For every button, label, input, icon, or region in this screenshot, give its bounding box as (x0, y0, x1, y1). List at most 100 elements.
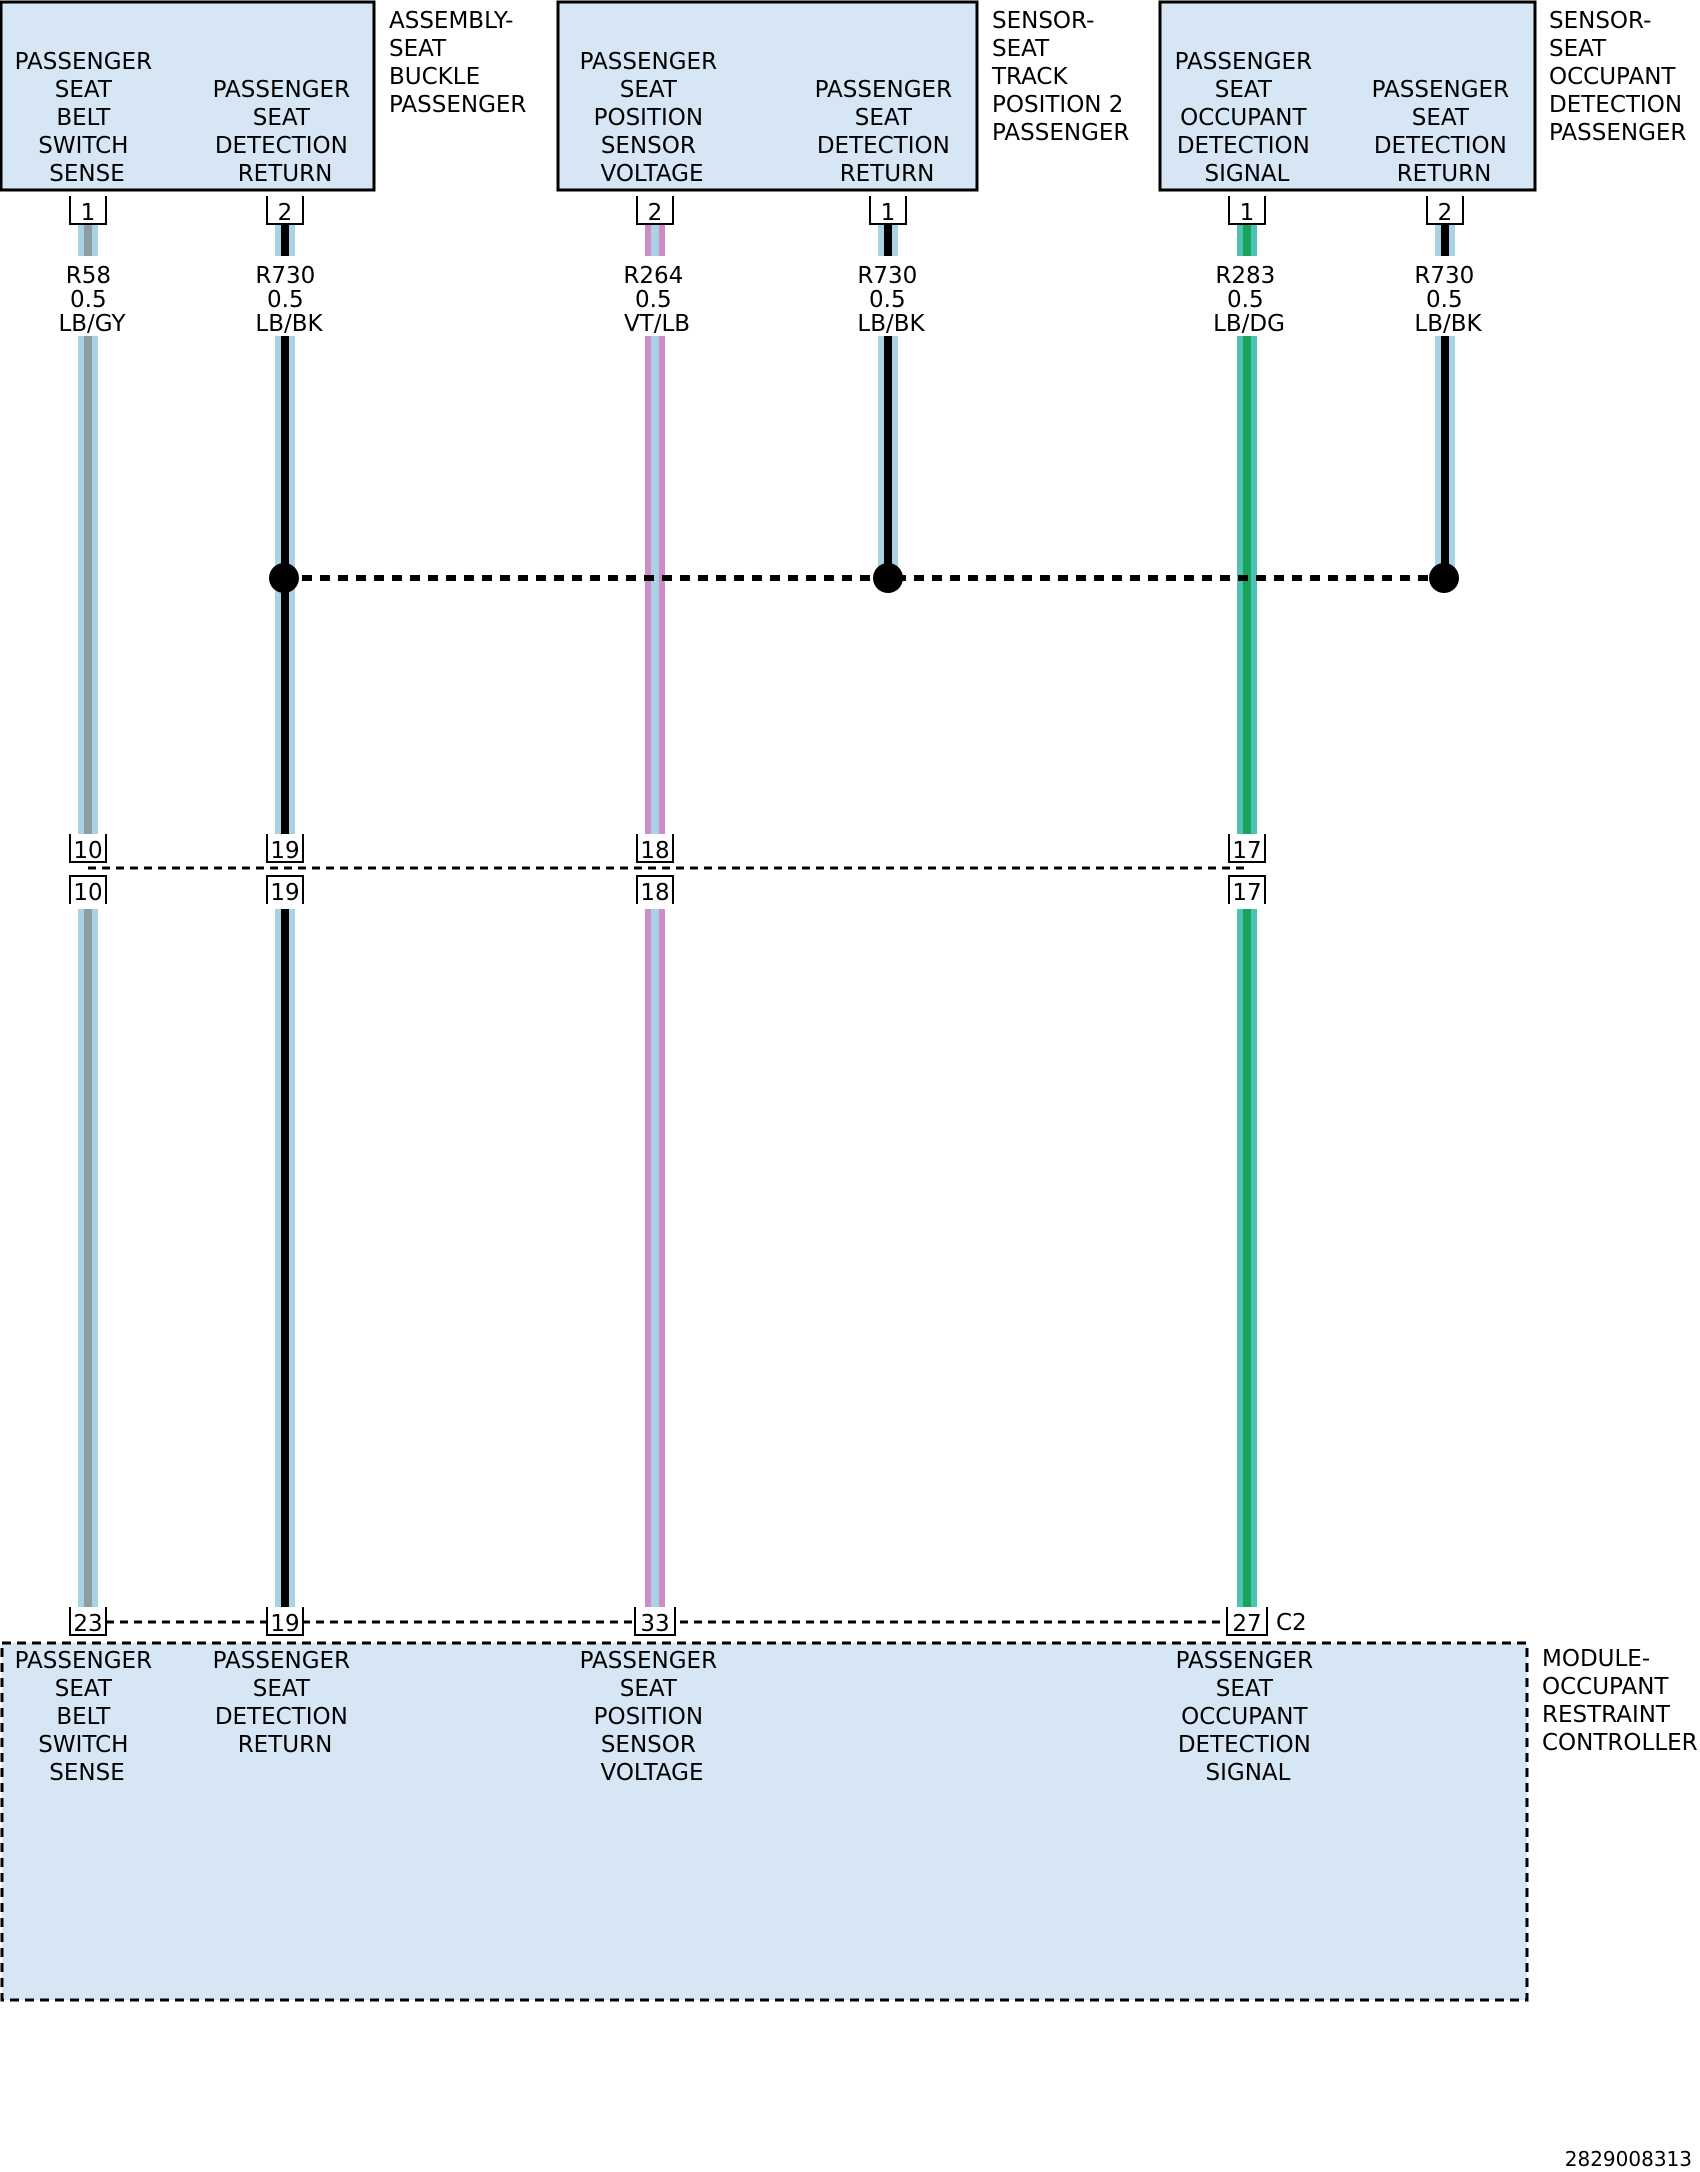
track-pin1-label: PASSENGER SEAT DETECTION RETURN (815, 77, 960, 187)
title-line: SEAT (389, 36, 447, 62)
occupant-sensor-title: SENSOR- SEAT OCCUPANT DETECTION PASSENGE… (1549, 8, 1689, 146)
label-backdrop (848, 256, 938, 336)
pin-number: 1 (881, 200, 896, 226)
label-line: DETECTION (1177, 133, 1310, 159)
circuit: R730 (1414, 263, 1474, 289)
pin-box (69, 196, 107, 225)
label-line: PASSENGER (580, 49, 717, 75)
wire-r264-stripe (651, 228, 659, 834)
wire-r730-label: R730 0.5 LB/BK (255, 263, 323, 337)
wire-r283-label: R283 0.5 LB/DG (1213, 263, 1285, 337)
seat-buckle-title: ASSEMBLY- SEAT BUCKLE PASSENGER (389, 8, 526, 118)
label-line: PASSENGER (1372, 77, 1509, 103)
return-splice (269, 563, 1459, 593)
component-seat-buckle: ASSEMBLY- SEAT BUCKLE PASSENGER PASSENGE… (0, 0, 526, 192)
label-line: PASSENGER (580, 1648, 717, 1674)
inline-pin-box-lower (69, 875, 107, 904)
pin-box (1228, 196, 1266, 225)
pin-box (636, 196, 674, 225)
component-seat-track-sensor: SENSOR- SEAT TRACK POSITION 2 PASSENGER … (556, 0, 1129, 192)
label-line: SIGNAL (1205, 161, 1290, 187)
gauge: 0.5 (1227, 287, 1264, 313)
title-line: RESTRAINT (1542, 1702, 1671, 1728)
circuit: R264 (623, 263, 683, 289)
label-backdrop (1405, 256, 1495, 336)
wire-r58-stripe (84, 909, 92, 1611)
orc-pin-box (634, 1607, 676, 1636)
label-line: SEAT (55, 77, 113, 103)
label-line: SEAT (253, 1676, 311, 1702)
inline-pin-number: 18 (640, 880, 669, 906)
label-line: PASSENGER (1176, 1648, 1313, 1674)
title-line: CONTROLLER (1542, 1730, 1698, 1756)
figure-id: 2829008313 (1565, 2147, 1692, 2171)
pin-number: 2 (278, 200, 293, 226)
pin-number: 1 (1240, 200, 1255, 226)
color-code: LB/BK (1414, 311, 1482, 337)
wire-r283 (1237, 228, 1257, 1611)
gauge: 0.5 (635, 287, 672, 313)
circuit: R283 (1215, 263, 1275, 289)
label-line: RETURN (238, 161, 333, 187)
label-line: SWITCH (38, 133, 128, 159)
title-line: PASSENGER (1549, 120, 1686, 146)
circuit: R58 (66, 263, 111, 289)
splice-dot (873, 563, 903, 593)
stub (884, 224, 892, 254)
wire-r283-stripe (1243, 228, 1251, 834)
label-line: DETECTION (215, 1704, 348, 1730)
gauge: 0.5 (70, 287, 107, 313)
orc-pin27-label: PASSENGER SEAT OCCUPANT DETECTION SIGNAL (1176, 1648, 1321, 1786)
label-line: SEAT (1215, 77, 1273, 103)
pin-number: 1 (81, 200, 96, 226)
title-line: BUCKLE (389, 64, 480, 90)
label-line: SIGNAL (1206, 1760, 1291, 1786)
label-line: POSITION (594, 1704, 704, 1730)
title-line: DETECTION (1549, 92, 1682, 118)
inline-connector: 10 19 18 17 10 19 18 17 (69, 834, 1266, 906)
label-line: SEAT (620, 77, 678, 103)
wire-r283-stripe (1243, 909, 1251, 1611)
label-line: RETURN (1397, 161, 1492, 187)
orc-pin-box (1226, 1607, 1268, 1636)
wire-r730-label: R730 0.5 LB/BK (1414, 263, 1482, 337)
label-line: OCCUPANT (1181, 1704, 1308, 1730)
label-backdrop (58, 256, 138, 336)
gauge: 0.5 (267, 287, 304, 313)
orc-pin-number: 27 (1232, 1611, 1261, 1637)
wire-r730-label: R730 0.5 LB/BK (857, 263, 925, 337)
occupant-sensor-box (1158, 0, 1537, 192)
label-line: DETECTION (1374, 133, 1507, 159)
label-line: DETECTION (215, 133, 348, 159)
label-line: SENSE (49, 161, 124, 187)
orc-pin-number: 23 (73, 1611, 102, 1637)
title-line: TRACK (991, 64, 1068, 90)
orc-pin-box (69, 1607, 107, 1636)
title-line: SEAT (992, 36, 1050, 62)
label-backdrop (615, 256, 705, 336)
inline-pin-box-upper (266, 834, 304, 863)
pin-box (1426, 196, 1464, 225)
splice-dot (1429, 563, 1459, 593)
inline-pin-box-upper (1228, 834, 1266, 863)
label-line: PASSENGER (213, 77, 350, 103)
label-line: POSITION (594, 105, 704, 131)
label-line: SENSOR (601, 133, 696, 159)
orc-pin-number: 19 (270, 1611, 299, 1637)
title-line: ASSEMBLY- (389, 8, 513, 34)
wire-r58 (78, 228, 98, 1611)
orc-connector-id: C2 (1276, 1610, 1307, 1636)
label-line: DETECTION (1178, 1732, 1311, 1758)
label-line: OCCUPANT (1180, 105, 1307, 131)
title-line: SENSOR- (992, 8, 1094, 34)
orc-pin23-label: PASSENGER SEAT BELT SWITCH SENSE (15, 1648, 160, 1786)
wire-r730-buckle (275, 228, 295, 1611)
seat-track-box (556, 0, 979, 192)
label-line: SEAT (55, 1676, 113, 1702)
color-code: VT/LB (624, 311, 690, 337)
label-line: SEAT (855, 105, 913, 131)
seat-buckle-box (0, 0, 376, 192)
label-line: VOLTAGE (600, 1760, 703, 1786)
wire-r58-label: R58 0.5 LB/GY (58, 263, 126, 337)
